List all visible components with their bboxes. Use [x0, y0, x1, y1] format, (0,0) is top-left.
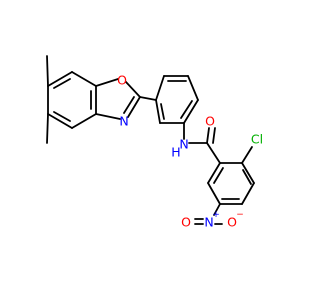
nitro-nitrogen-charge: +: [212, 210, 220, 220]
bond: [183, 99, 199, 124]
nitro-nitrogen-label: N: [204, 215, 213, 230]
oxazole-nitrogen-label: N: [119, 114, 128, 129]
nitro-right-oxygen-charge: −: [236, 210, 244, 220]
bond: [241, 162, 255, 184]
nitro-left-oxygen-label: O: [181, 215, 191, 230]
carbonyl-oxygen-label: O: [205, 114, 215, 129]
bond: [242, 169, 252, 185]
nitro-right-oxygen-label: O: [227, 215, 237, 230]
bond: [125, 81, 141, 98]
oxazole-oxygen-label: O: [117, 73, 127, 88]
bond: [241, 182, 255, 205]
bond: [71, 113, 97, 129]
bond: [207, 162, 221, 184]
bond: [206, 127, 210, 144]
bond: [212, 127, 216, 144]
bond: [180, 100, 193, 119]
bond: [95, 113, 121, 120]
bond: [47, 113, 73, 129]
bond: [155, 99, 161, 124]
bond: [187, 75, 199, 101]
amide-hydrogen-label: H: [171, 145, 180, 160]
bond: [213, 203, 221, 216]
chlorine-label: Cl: [251, 132, 263, 147]
bond: [160, 103, 165, 120]
molecule-diagram: O N N H O Cl N + O O −: [46, 55, 263, 230]
amide-nitrogen-label: N: [179, 137, 188, 152]
bond: [71, 71, 97, 87]
bond: [206, 142, 221, 164]
bond: [127, 96, 141, 118]
bond: [123, 96, 135, 114]
bond: [213, 167, 224, 184]
bond: [207, 182, 221, 205]
bond: [155, 75, 165, 101]
bond: [241, 146, 253, 164]
molecule-structure: O N N H O Cl N + O O −: [46, 55, 263, 230]
bond: [95, 78, 119, 87]
bond: [53, 78, 71, 89]
bond: [46, 113, 49, 144]
bond: [53, 111, 71, 122]
bond: [139, 96, 157, 101]
bond: [47, 71, 73, 87]
bond: [46, 55, 49, 87]
